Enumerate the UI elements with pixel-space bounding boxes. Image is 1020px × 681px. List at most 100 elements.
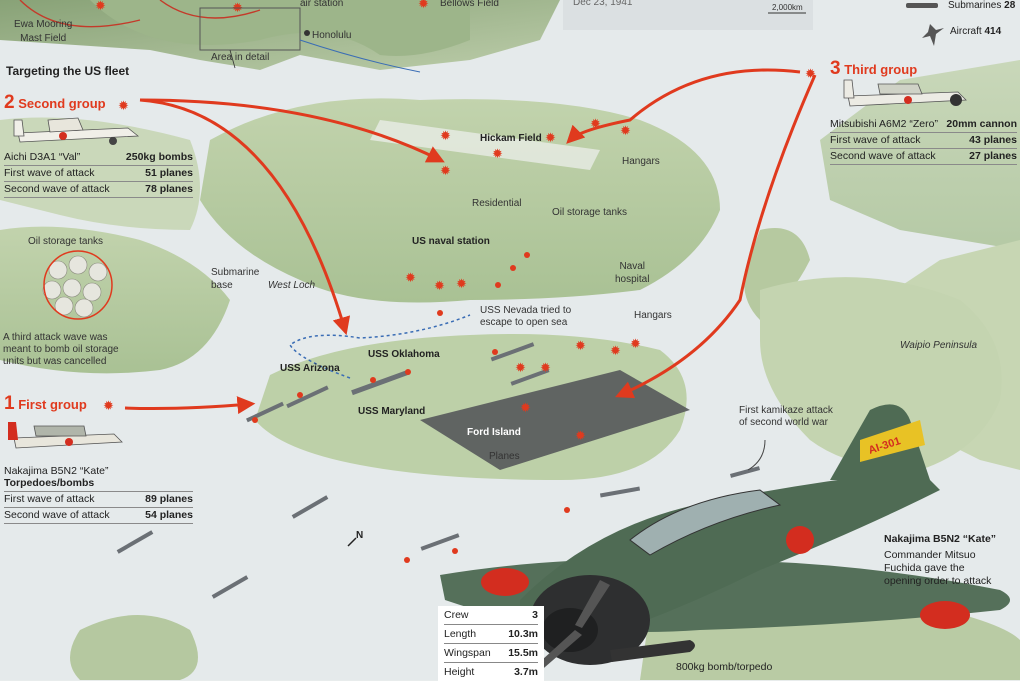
- inset-date: Dec 23, 1941: [573, 0, 633, 8]
- svg-text:✹: ✹: [630, 337, 641, 352]
- first-group-row-2-label: Second wave of attack: [4, 509, 110, 521]
- spec-value: 3.7m: [514, 666, 538, 678]
- second-group-row-1-label: First wave of attack: [4, 167, 95, 179]
- second-group-label: Second group: [18, 96, 106, 111]
- plane-callout-text: Commander Mitsuo Fuchida gave the openin…: [884, 549, 992, 587]
- second-group-number: 2: [4, 92, 15, 113]
- naval-station-label: US naval station: [412, 236, 490, 247]
- second-group-row-1: First wave of attack 51 planes: [4, 166, 193, 182]
- first-group-plane: Nakajima B5N2 “Kate” Torpedoes/bombs: [4, 465, 193, 489]
- legend-submarines-value: 28: [1004, 0, 1016, 11]
- hickam-label: Hickam Field: [480, 133, 542, 144]
- third-group-number: 3: [830, 58, 841, 79]
- first-group-row-1-label: First wave of attack: [4, 493, 95, 505]
- svg-text:✹: ✹: [540, 361, 551, 376]
- uss-oklahoma-label: USS Oklahoma: [368, 349, 440, 360]
- bellows-label: Bellows Field: [440, 0, 499, 9]
- second-group-title: 2 Second group: [4, 92, 106, 114]
- spec-table: Crew 3 Length 10.3m Wingspan 15.5m Heigh…: [438, 606, 544, 681]
- hangars-ford-label: Hangars: [634, 310, 672, 321]
- legend-aircraft-value: 414: [984, 26, 1002, 37]
- first-group-plane-name: Nakajima B5N2 “Kate”: [4, 465, 109, 477]
- second-group-row-2-label: Second wave of attack: [4, 183, 110, 195]
- first-group-info: Nakajima B5N2 “Kate” Torpedoes/bombs Fir…: [4, 464, 193, 524]
- naval-hospital-label: Naval hospital: [615, 261, 650, 285]
- svg-text:✹: ✹: [95, 0, 106, 14]
- third-wave-note: A third attack wave was meant to bomb oi…: [3, 332, 119, 367]
- legend-aircraft: Aircraft 414: [950, 26, 1001, 37]
- svg-text:✹: ✹: [590, 117, 601, 132]
- first-group-number: 1: [4, 393, 15, 414]
- honolulu-label: Honolulu: [312, 30, 352, 41]
- plane-callout-title: Nakajima B5N2 “Kate”: [884, 533, 997, 545]
- spec-row: Height 3.7m: [444, 663, 538, 681]
- svg-text:✹: ✹: [575, 339, 586, 354]
- oil-tanks-center-label: Oil storage tanks: [552, 207, 628, 218]
- third-group-row-1-value: 43 planes: [969, 134, 1017, 146]
- kamikaze-note: First kamikaze attack of second world wa…: [739, 405, 833, 428]
- bomb-label: 800kg bomb/torpedo: [676, 661, 773, 673]
- uss-maryland-label: USS Maryland: [358, 406, 426, 417]
- north-label: N: [356, 530, 364, 541]
- second-group-row-2-value: 78 planes: [145, 183, 193, 195]
- svg-text:✹: ✹: [440, 164, 451, 179]
- second-group-plane: Aichi D3A1 “Val”: [4, 151, 81, 163]
- first-group-row-1: First wave of attack 89 planes: [4, 492, 193, 508]
- svg-text:✹: ✹: [575, 429, 586, 444]
- svg-text:✹: ✹: [805, 67, 816, 82]
- second-group-row-1-value: 51 planes: [145, 167, 193, 179]
- third-group-row-2-label: Second wave of attack: [830, 150, 936, 162]
- third-group-weapon: 20mm cannon: [946, 118, 1017, 130]
- legend-aircraft-label: Aircraft: [950, 26, 982, 37]
- ford-island-label: Ford Island: [467, 427, 521, 438]
- residential-label: Residential: [472, 198, 522, 209]
- third-group-plane-row: Mitsubishi A6M2 “Zero” 20mm cannon: [830, 117, 1017, 133]
- svg-text:✹: ✹: [418, 0, 429, 12]
- svg-text:✹: ✹: [620, 124, 631, 139]
- spec-label: Length: [444, 628, 477, 640]
- svg-text:✹: ✹: [610, 344, 621, 359]
- third-group-plane: Mitsubishi A6M2 “Zero”: [830, 118, 938, 130]
- area-in-detail-label: Area in detail: [211, 52, 270, 63]
- inset-scale: 2,000km: [772, 3, 803, 12]
- planes-label: Planes: [489, 451, 520, 462]
- svg-text:✹: ✹: [440, 129, 451, 144]
- svg-text:✹: ✹: [456, 277, 467, 292]
- svg-text:✹: ✹: [515, 361, 526, 376]
- third-group-row-2: Second wave of attack 27 planes: [830, 149, 1017, 165]
- spec-label: Height: [444, 666, 475, 678]
- spec-value: 15.5m: [508, 647, 538, 659]
- hangars-top-label: Hangars: [622, 156, 660, 167]
- third-group-title: 3 Third group: [830, 58, 917, 80]
- svg-text:✹: ✹: [545, 131, 556, 146]
- second-group-plane-row: Aichi D3A1 “Val” 250kg bombs: [4, 150, 193, 166]
- spec-row: Length 10.3m: [444, 625, 538, 644]
- spec-value: 3: [532, 609, 538, 621]
- spec-label: Wingspan: [444, 647, 491, 659]
- spec-label: Crew: [444, 609, 469, 621]
- oil-tanks-left-label: Oil storage tanks: [28, 236, 104, 247]
- first-group-row-2: Second wave of attack 54 planes: [4, 508, 193, 524]
- svg-text:✹: ✹: [118, 99, 129, 114]
- waipio-label: Waipio Peninsula: [900, 340, 978, 351]
- svg-text:✹: ✹: [434, 279, 445, 294]
- legend-submarines-label: Submarines: [948, 0, 1002, 11]
- second-group-row-2: Second wave of attack 78 planes: [4, 182, 193, 198]
- first-group-row-1-value: 89 planes: [145, 493, 193, 505]
- third-group-row-2-value: 27 planes: [969, 150, 1017, 162]
- second-group-weapon: 250kg bombs: [125, 151, 193, 163]
- spec-row: Wingspan 15.5m: [444, 644, 538, 663]
- third-group-info: Mitsubishi A6M2 “Zero” 20mm cannon First…: [830, 117, 1017, 165]
- first-group-title: 1 First group: [4, 393, 87, 415]
- spec-value: 10.3m: [508, 628, 538, 640]
- uss-arizona-label: USS Arizona: [280, 363, 340, 374]
- first-group-row-2-value: 54 planes: [145, 509, 193, 521]
- third-group-row-1: First wave of attack 43 planes: [830, 133, 1017, 149]
- air-station-label: air station: [300, 0, 344, 9]
- first-group-label: First group: [18, 397, 87, 412]
- svg-text:✹: ✹: [103, 399, 114, 414]
- second-group-info: Aichi D3A1 “Val” 250kg bombs First wave …: [4, 150, 193, 198]
- first-group-plane-row: Nakajima B5N2 “Kate” Torpedoes/bombs: [4, 464, 193, 492]
- svg-text:✹: ✹: [405, 271, 416, 286]
